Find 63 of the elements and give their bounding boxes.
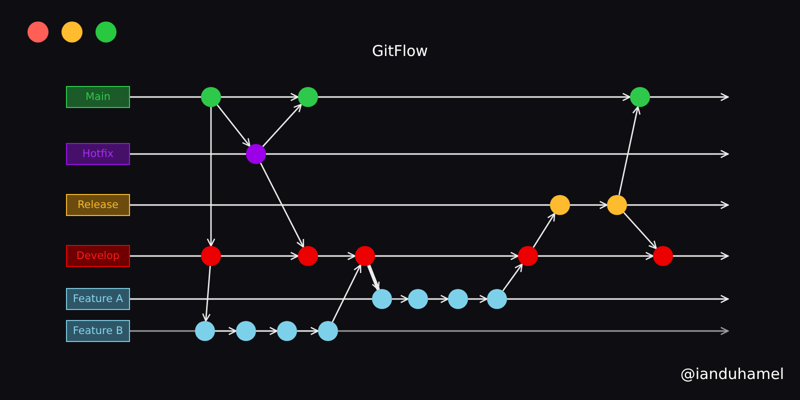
commit-circle xyxy=(487,289,507,309)
commit-circle xyxy=(298,87,318,107)
commit-circle xyxy=(298,246,318,266)
branch-line xyxy=(130,153,246,155)
branch-arrow xyxy=(650,92,729,102)
commit-circle xyxy=(630,87,650,107)
merge-arrow xyxy=(216,104,250,147)
merge-arrow xyxy=(618,106,641,196)
merge-arrow xyxy=(375,252,519,260)
branch-arrow xyxy=(507,294,729,304)
merge-arrow xyxy=(502,263,523,292)
merge-arrow xyxy=(297,326,319,336)
merge-arrow xyxy=(428,294,449,304)
merge-arrow xyxy=(215,326,237,336)
commit-circle xyxy=(201,87,221,107)
commit-circle xyxy=(201,246,221,266)
commit-circle xyxy=(550,195,570,215)
merge-arrow xyxy=(623,212,657,250)
diagram-title: GitFlow xyxy=(371,42,429,60)
branch-arrow xyxy=(627,200,729,210)
merge-arrow xyxy=(206,107,216,247)
commit-circle xyxy=(355,246,375,266)
commit-circle xyxy=(318,321,338,341)
branch-arrow xyxy=(673,252,729,260)
branch-arrow xyxy=(338,326,729,336)
branch-arrow xyxy=(266,150,729,158)
commit-circle xyxy=(607,195,627,215)
commit-circle xyxy=(408,289,428,309)
branch-label: Feature A xyxy=(66,288,130,310)
branch-line xyxy=(130,298,372,300)
branch-label: Feature B xyxy=(66,320,130,342)
branch-line xyxy=(130,255,201,257)
merge-arrow xyxy=(318,92,631,102)
branch-label: Develop xyxy=(66,245,130,267)
branch-label: Hotfix xyxy=(66,143,130,165)
merge-arrow xyxy=(367,264,380,290)
merge-arrow xyxy=(392,294,409,304)
commit-circle xyxy=(277,321,297,341)
branch-line xyxy=(130,96,201,98)
merge-arrow xyxy=(260,162,304,248)
merge-arrow xyxy=(318,252,356,260)
merge-arrow xyxy=(532,212,556,248)
merge-arrow xyxy=(468,294,488,304)
commit-circle xyxy=(372,289,392,309)
merge-arrow xyxy=(256,326,278,336)
commit-circle xyxy=(653,246,673,266)
branch-line xyxy=(130,330,195,332)
merge-arrow xyxy=(332,264,362,322)
merge-arrow xyxy=(221,92,299,102)
merge-arrow xyxy=(262,104,302,148)
merge-arrow xyxy=(570,200,608,210)
commit-circle xyxy=(448,289,468,309)
merge-arrow xyxy=(202,266,211,322)
commit-circle xyxy=(195,321,215,341)
branch-label: Release xyxy=(66,194,130,216)
branch-label: Main xyxy=(66,86,130,108)
merge-arrow xyxy=(221,252,299,260)
commit-circle xyxy=(236,321,256,341)
commit-circle xyxy=(246,144,266,164)
commit-circle xyxy=(518,246,538,266)
author-handle: @ianduhamel xyxy=(680,365,784,383)
branch-line xyxy=(130,204,550,206)
merge-arrow xyxy=(538,252,654,260)
